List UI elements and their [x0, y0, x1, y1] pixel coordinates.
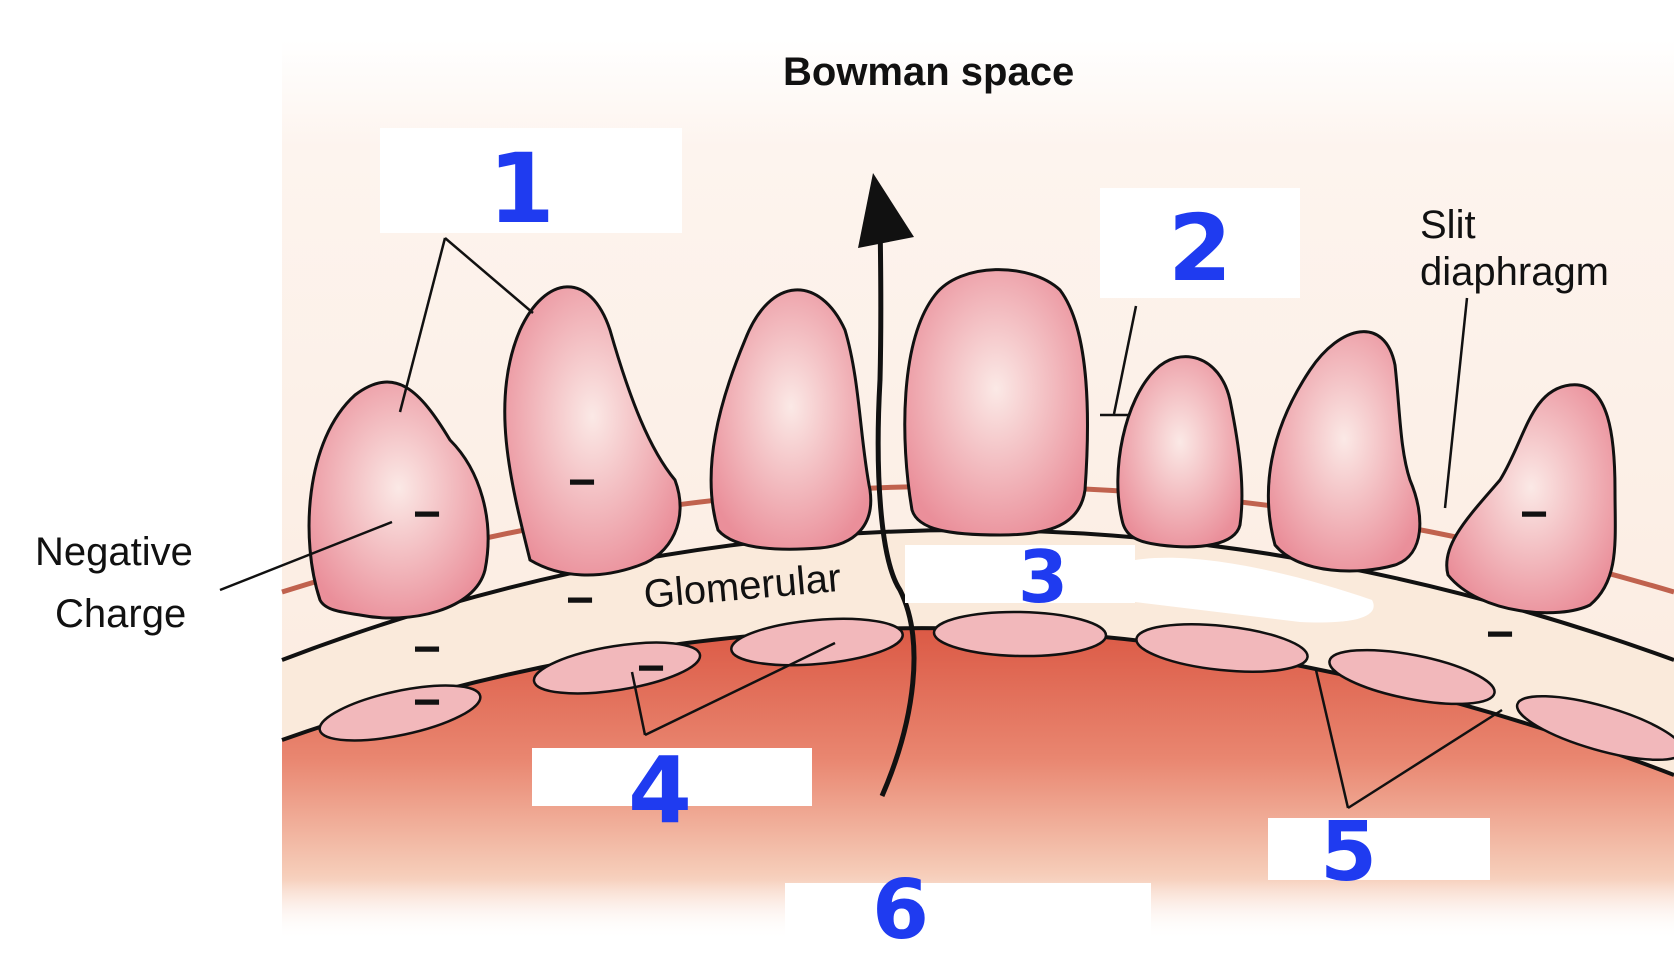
leader-line-1b — [444, 237, 534, 314]
blank-box-1 — [380, 128, 682, 233]
leader-line-1a — [398, 237, 447, 413]
filtration-arrowhead — [858, 173, 914, 248]
leader-lines — [219, 237, 1503, 810]
endothelial-cell — [730, 617, 904, 667]
blank-number-6: 6 — [872, 863, 929, 958]
blank-box-4 — [532, 748, 812, 806]
foot-process — [1116, 355, 1244, 549]
blank-box-2 — [1100, 188, 1300, 298]
blank-box-5 — [1268, 818, 1490, 880]
foot-process — [307, 380, 490, 620]
blank-number-2: 2 — [1168, 195, 1232, 302]
negative-charge-label-line2: Charge — [55, 592, 186, 636]
endothelial-cell — [318, 684, 482, 742]
minus-sign: − — [637, 642, 665, 695]
minus-sign: − — [1486, 608, 1514, 661]
leader-line-5b — [1347, 708, 1503, 810]
minus-sign: − — [566, 574, 594, 627]
endothelial-cells — [318, 610, 1674, 762]
leader-line-5a — [1314, 669, 1350, 809]
endothelial-cell — [1135, 623, 1309, 673]
blank-box-6 — [785, 883, 1151, 945]
answer-blanks — [380, 128, 1490, 945]
foot-processes — [307, 268, 1617, 620]
blank-number-3: 3 — [1018, 535, 1068, 619]
leader-line-negative — [219, 520, 393, 592]
minus-sign: − — [413, 676, 441, 729]
blank-number-1: 1 — [488, 133, 555, 245]
slit-diaphragm-label-line2: diaphragm — [1420, 250, 1609, 294]
slit-diaphragm-label-line1: Slit — [1420, 203, 1476, 247]
foot-process — [1266, 330, 1422, 573]
negative-charge-marks: − − − − − − − − — [413, 456, 1548, 729]
blank-box-3-extension — [1135, 557, 1374, 623]
endothelial-cell — [532, 641, 702, 695]
filtration-arrow-path — [875, 209, 917, 797]
minus-sign: − — [568, 456, 596, 509]
minus-sign: − — [1520, 488, 1548, 541]
bowman-space-label: Bowman space — [783, 50, 1074, 94]
leader-line-4b — [644, 641, 836, 737]
blank-number-5: 5 — [1320, 805, 1377, 900]
minus-sign: − — [413, 488, 441, 541]
negative-charge-label-line1: Negative — [35, 530, 193, 574]
minus-sign: − — [413, 623, 441, 676]
foot-process — [709, 288, 873, 551]
blank-box-3 — [905, 545, 1135, 603]
foot-process — [1445, 383, 1617, 615]
leader-line-2 — [1112, 305, 1138, 415]
leader-line-4a — [630, 671, 647, 736]
endothelial-cell — [1515, 694, 1674, 762]
foot-process — [903, 268, 1089, 537]
endothelial-cell — [932, 610, 1108, 658]
foot-process — [503, 285, 682, 577]
blank-number-4: 4 — [628, 737, 692, 844]
endothelial-cell — [1328, 648, 1496, 706]
leader-line-slit — [1443, 297, 1469, 509]
